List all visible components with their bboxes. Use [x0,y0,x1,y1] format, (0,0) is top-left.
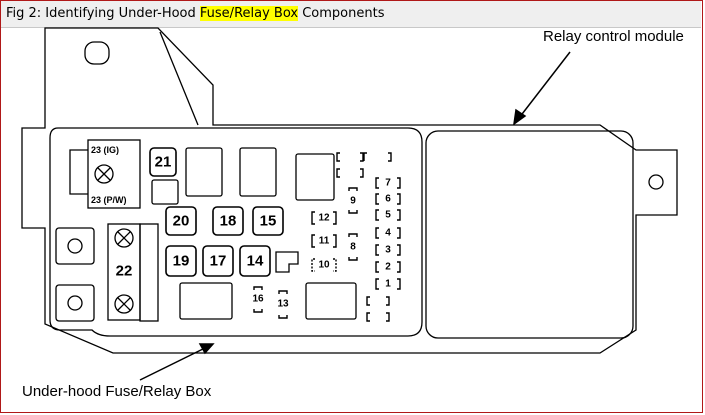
fuse-18 [212,206,244,236]
box-callout-line [139,346,208,381]
fuse-14 [239,245,271,277]
fuse-19-label: 19 [173,253,190,270]
caption-suffix: Components [298,6,385,21]
housing-outline [21,27,678,354]
box-arrow-head [198,343,215,355]
fuse-19 [165,245,197,277]
fuse-7-label: 7 [385,178,391,189]
fuse-17-label: 17 [210,253,227,270]
fuse-panel [49,127,423,337]
relay-arrow-head [513,108,527,126]
side-mount-hole [648,174,664,190]
fuse-18-label: 18 [220,213,237,230]
relay-module-label: Relay control module [543,28,684,45]
caption-bar [1,1,701,28]
fuse-11-label: 11 [319,236,330,247]
fuse-15-label: 15 [260,213,277,230]
relay-slot-1 [185,147,223,197]
fuse-14-label: 14 [247,253,264,270]
fuse-3-label: 3 [385,245,391,256]
fuse-12-label: 12 [318,213,330,224]
fuse-10-label: 10 [318,260,330,271]
figure-caption: Fig 2: Identifying Under-Hood Fuse/Relay… [6,6,384,21]
fuse-2-label: 2 [385,262,391,273]
fuse-23-block [87,139,141,209]
fuse-5-label: 5 [385,210,391,221]
fuse-20 [165,206,197,236]
terminal-bottom [55,284,95,322]
fuse-16-label: 16 [252,294,264,305]
relay-callout-line [518,51,571,119]
fuse-4-label: 4 [385,228,391,239]
relay-module [425,130,634,339]
fuse-15 [252,206,284,236]
relay-slot-2 [239,147,277,197]
fuse-23pw-label: 23 (P/W) [91,195,127,205]
terminal-top [55,227,95,265]
fuse-21-label: 21 [155,154,172,171]
relay-slot-4 [179,282,233,320]
fuse-23ig-label: 23 (IG) [91,145,119,155]
caption-highlight: Fuse/Relay Box [199,6,299,21]
fuse-box-label: Under-hood Fuse/Relay Box [22,383,212,400]
fuse-22-label: 22 [116,263,133,280]
fuse-13-label: 13 [277,299,289,310]
small-part [275,251,299,273]
small-slot [151,179,179,205]
relay-slot-5 [305,282,357,320]
bracket-line [159,31,199,126]
fuse-21 [149,147,177,177]
relay-slot-3 [295,153,335,201]
caption-prefix: Fig 2: Identifying Under-Hood [6,6,200,21]
fuse-1-label: 1 [385,279,391,290]
mounting-slot [84,41,110,65]
fuse-20-label: 20 [173,213,190,230]
fuse-8-label: 8 [350,242,356,253]
fuse-17 [202,245,234,277]
fuse-9-label: 9 [350,196,356,207]
fuse-6-label: 6 [385,194,391,205]
